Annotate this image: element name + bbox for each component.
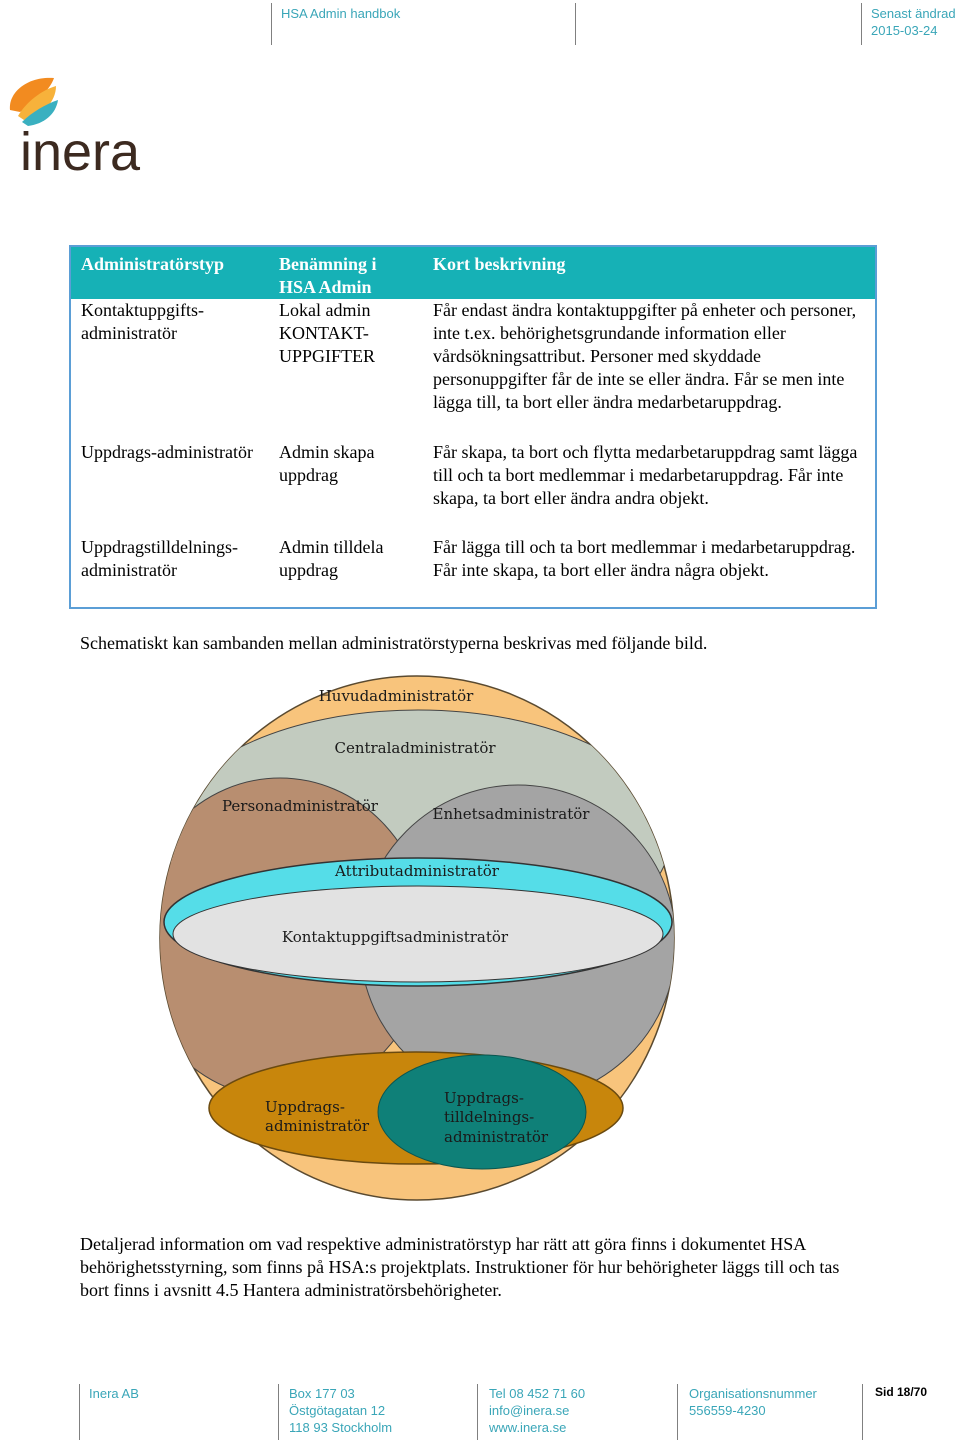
cell-hsa-name: Lokal admin KONTAKT-UPPGIFTER [279, 300, 376, 366]
cell-admin-type: Uppdrags-administratör [81, 442, 253, 462]
label-huvudadministrator: Huvudadministratör [319, 687, 474, 705]
label-tilldelning-line2: tilldelnings- [444, 1108, 534, 1126]
column-header: Administratörstyp [70, 246, 269, 299]
table-row: Uppdrags-administratör Admin skapa uppdr… [70, 441, 876, 536]
cell-admin-type: Uppdragstilldelnings-administratör [81, 537, 238, 580]
org-label: Organisationsnummer [689, 1386, 817, 1401]
intro-paragraph: Schematiskt kan sambanden mellan adminis… [80, 633, 708, 653]
footer-divider [278, 1384, 279, 1440]
cell-description: Får lägga till och ta bort medlemmar i m… [433, 537, 856, 580]
label-uppdrags-line2: administratör [265, 1117, 370, 1135]
header-divider [271, 3, 272, 45]
cell-description: Får skapa, ta bort och flytta medarbetar… [433, 442, 858, 508]
label-kontaktuppgiftsadministrator: Kontaktuppgiftsadministratör [282, 928, 509, 946]
label-tilldelning-line1: Uppdrags- [444, 1089, 524, 1107]
org-number: 556559-4230 [689, 1403, 766, 1418]
header-updated-label: Senast ändrad [871, 6, 956, 21]
administrator-types-table: Administratörstyp Benämning i HSA Admin … [69, 245, 877, 609]
footer-divider [677, 1384, 678, 1440]
cell-description: Får endast ändra kontaktuppgifter på enh… [433, 300, 857, 412]
footer-org: Organisationsnummer 556559-4230 [689, 1385, 817, 1419]
address-line: 118 93 Stockholm [289, 1420, 393, 1435]
inera-logo: inera [6, 72, 176, 182]
cell-hsa-name: Admin skapa uppdrag [279, 442, 375, 485]
column-header: Kort beskrivning [423, 246, 876, 299]
email-link[interactable]: info@inera.se [489, 1403, 570, 1418]
table-row: Kontaktuppgifts-administratör Lokal admi… [70, 299, 876, 441]
admin-hierarchy-diagram: Huvudadministratör Centraladministratör … [140, 670, 700, 1215]
uppdragstilldelningsadministrator-shape [377, 1054, 587, 1170]
label-tilldelning-line3: administratör [444, 1128, 549, 1146]
logo-mark-icon [9, 77, 58, 126]
table-row: Uppdragstilldelnings-administratör Admin… [70, 536, 876, 608]
footer-company: Inera AB [89, 1385, 139, 1402]
label-centraladministrator: Centraladministratör [334, 739, 496, 757]
company-name: Inera AB [89, 1386, 139, 1401]
label-uppdrags-line1: Uppdrags- [265, 1098, 345, 1116]
footer-divider [79, 1384, 80, 1440]
address-line: Östgötagatan 12 [289, 1403, 386, 1418]
website-link[interactable]: www.inera.se [489, 1420, 567, 1435]
footer-divider [477, 1384, 478, 1440]
footer-contact: Tel 08 452 71 60 info@inera.se www.inera… [489, 1385, 585, 1436]
header-divider [575, 3, 576, 45]
logo-wordmark: inera [20, 122, 141, 182]
label-personadministrator: Personadministratör [222, 797, 379, 815]
table-header-row: Administratörstyp Benämning i HSA Admin … [70, 246, 876, 299]
detail-paragraph: Detaljerad information om vad respektive… [80, 1234, 840, 1300]
address-line: Box 177 03 [289, 1386, 355, 1401]
label-attributadministrator: Attributadministratör [334, 862, 500, 880]
header-updated-date: 2015-03-24 [871, 23, 938, 38]
column-header: Benämning i HSA Admin [269, 246, 423, 299]
phone-number: Tel 08 452 71 60 [489, 1386, 586, 1401]
footer-address: Box 177 03 Östgötagatan 12 118 93 Stockh… [289, 1385, 392, 1436]
label-enhetsadministrator: Enhetsadministratör [433, 805, 591, 823]
cell-hsa-name: Admin tilldela uppdrag [279, 537, 384, 580]
page-number: Sid 18/70 [875, 1385, 928, 1399]
header-doc-title: HSA Admin handbok [281, 6, 401, 21]
footer-divider [862, 1384, 863, 1440]
header-divider [861, 3, 862, 45]
kontaktuppgiftsadministrator-shape [172, 885, 664, 983]
cell-admin-type: Kontaktuppgifts-administratör [81, 300, 204, 343]
